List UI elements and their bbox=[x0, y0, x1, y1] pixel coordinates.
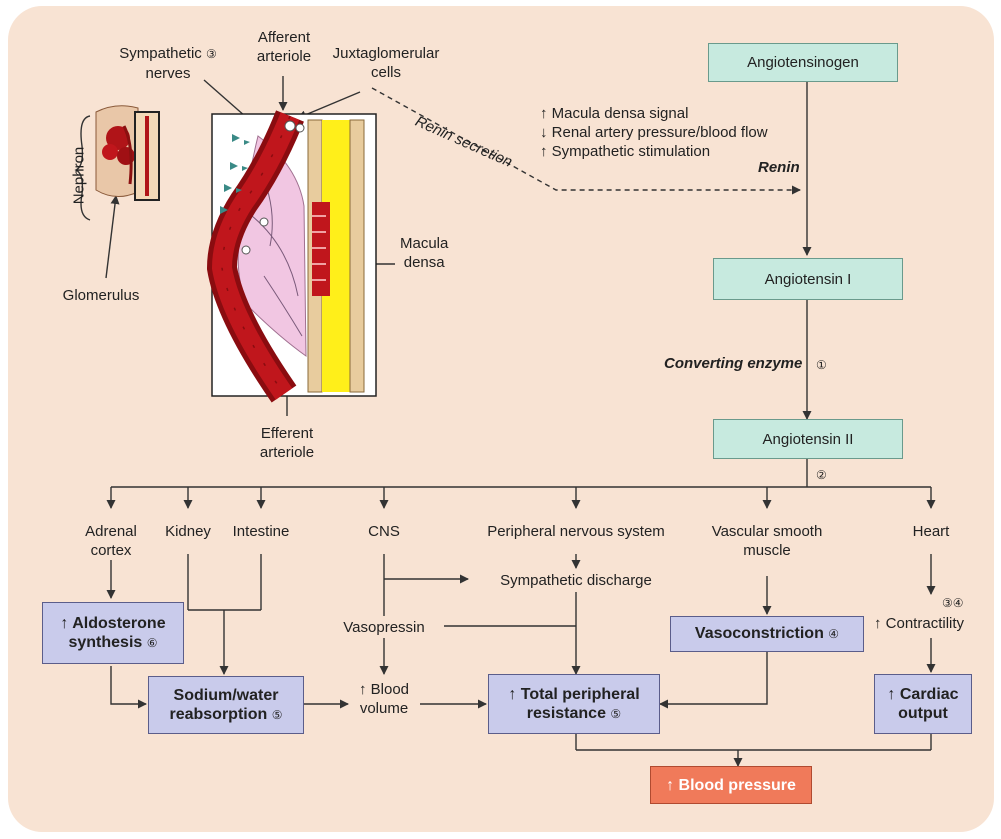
nephron-illustration bbox=[95, 105, 377, 403]
contractility-label: ↑ Contractility bbox=[874, 615, 965, 632]
renin-secretion-arrow bbox=[371, 87, 801, 195]
flow-connectors bbox=[74, 76, 936, 767]
renin-stimuli-list: ↑ Macula densa signal ↓ Renal artery pre… bbox=[540, 104, 768, 161]
converting-enzyme-marker: ① bbox=[816, 358, 827, 372]
angiotensinogen-box: Angiotensinogen bbox=[708, 43, 898, 82]
nephron-label: Nephron bbox=[70, 146, 88, 205]
stimulus-item: ↑ Macula densa signal bbox=[540, 105, 689, 122]
peripheral-nervous-system-label: Peripheral nervous system bbox=[487, 523, 665, 540]
glomerulus-label: Glomerulus bbox=[62, 287, 140, 304]
cns-label: CNS bbox=[368, 523, 400, 540]
vasoconstriction-box: Vasoconstriction ④ bbox=[670, 616, 864, 652]
converting-enzyme-label: Converting enzyme bbox=[664, 355, 803, 372]
blood-pressure-box: ↑ Blood pressure bbox=[650, 766, 812, 804]
nephron-sketch bbox=[95, 105, 160, 201]
stimulus-item: ↓ Renal artery pressure/blood flow bbox=[540, 124, 768, 141]
kidney-label: Kidney bbox=[165, 523, 211, 540]
vasopressin-label: Vasopressin bbox=[343, 619, 425, 636]
angiotensin-ii-box: Angiotensin II bbox=[713, 419, 903, 459]
heart-label: Heart bbox=[912, 523, 950, 540]
angiotensin-ii-marker: ② bbox=[816, 468, 827, 482]
stimulus-item: ↑ Sympathetic stimulation bbox=[540, 143, 711, 160]
renin-label: Renin bbox=[758, 159, 800, 176]
contractility-marker: ③④ bbox=[942, 596, 964, 610]
juxtaglomerular-inset bbox=[206, 110, 377, 403]
angiotensin-i-box: Angiotensin I bbox=[713, 258, 903, 300]
sympathetic-discharge-label: Sympathetic discharge bbox=[500, 572, 652, 589]
intestine-label: Intestine bbox=[232, 523, 290, 540]
